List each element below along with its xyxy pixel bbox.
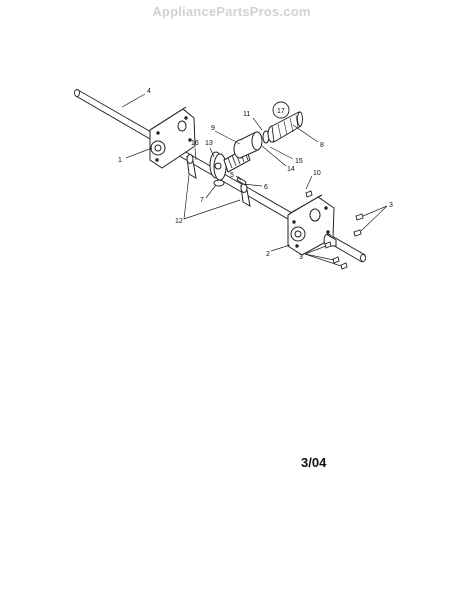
callout-14: 14 bbox=[287, 166, 295, 173]
callout-2: 2 bbox=[266, 251, 270, 258]
callout-9: 9 bbox=[211, 125, 215, 132]
callout-3-lower: 3 bbox=[299, 254, 303, 261]
callout-13: 13 bbox=[205, 140, 213, 147]
callout-15: 15 bbox=[295, 158, 303, 165]
callout-7: 7 bbox=[200, 197, 204, 204]
callout-10: 10 bbox=[313, 170, 321, 177]
callout-1: 1 bbox=[118, 157, 122, 164]
callout-8: 8 bbox=[320, 142, 324, 149]
date-code: 3/04 bbox=[301, 455, 327, 470]
callout-3-upper: 3 bbox=[389, 202, 393, 209]
right-bearing-housing bbox=[287, 194, 335, 256]
input-shaft-bushings bbox=[233, 125, 277, 159]
callout-circle-17 bbox=[272, 101, 290, 119]
callout-16: 16 bbox=[191, 140, 199, 147]
callout-17: 17 bbox=[277, 108, 285, 115]
spacer-tubes bbox=[186, 154, 251, 207]
left-bearing-housing bbox=[149, 106, 196, 169]
callout-11: 11 bbox=[243, 111, 250, 118]
screws bbox=[305, 190, 364, 270]
callout-6: 6 bbox=[264, 184, 268, 191]
callout-12: 12 bbox=[175, 218, 183, 225]
callout-4: 4 bbox=[147, 88, 151, 95]
input-shaft bbox=[271, 111, 303, 143]
leader-lines bbox=[121, 93, 388, 267]
callout-5: 5 bbox=[230, 172, 234, 179]
watermark: AppliancePartsPros.com bbox=[152, 4, 311, 19]
